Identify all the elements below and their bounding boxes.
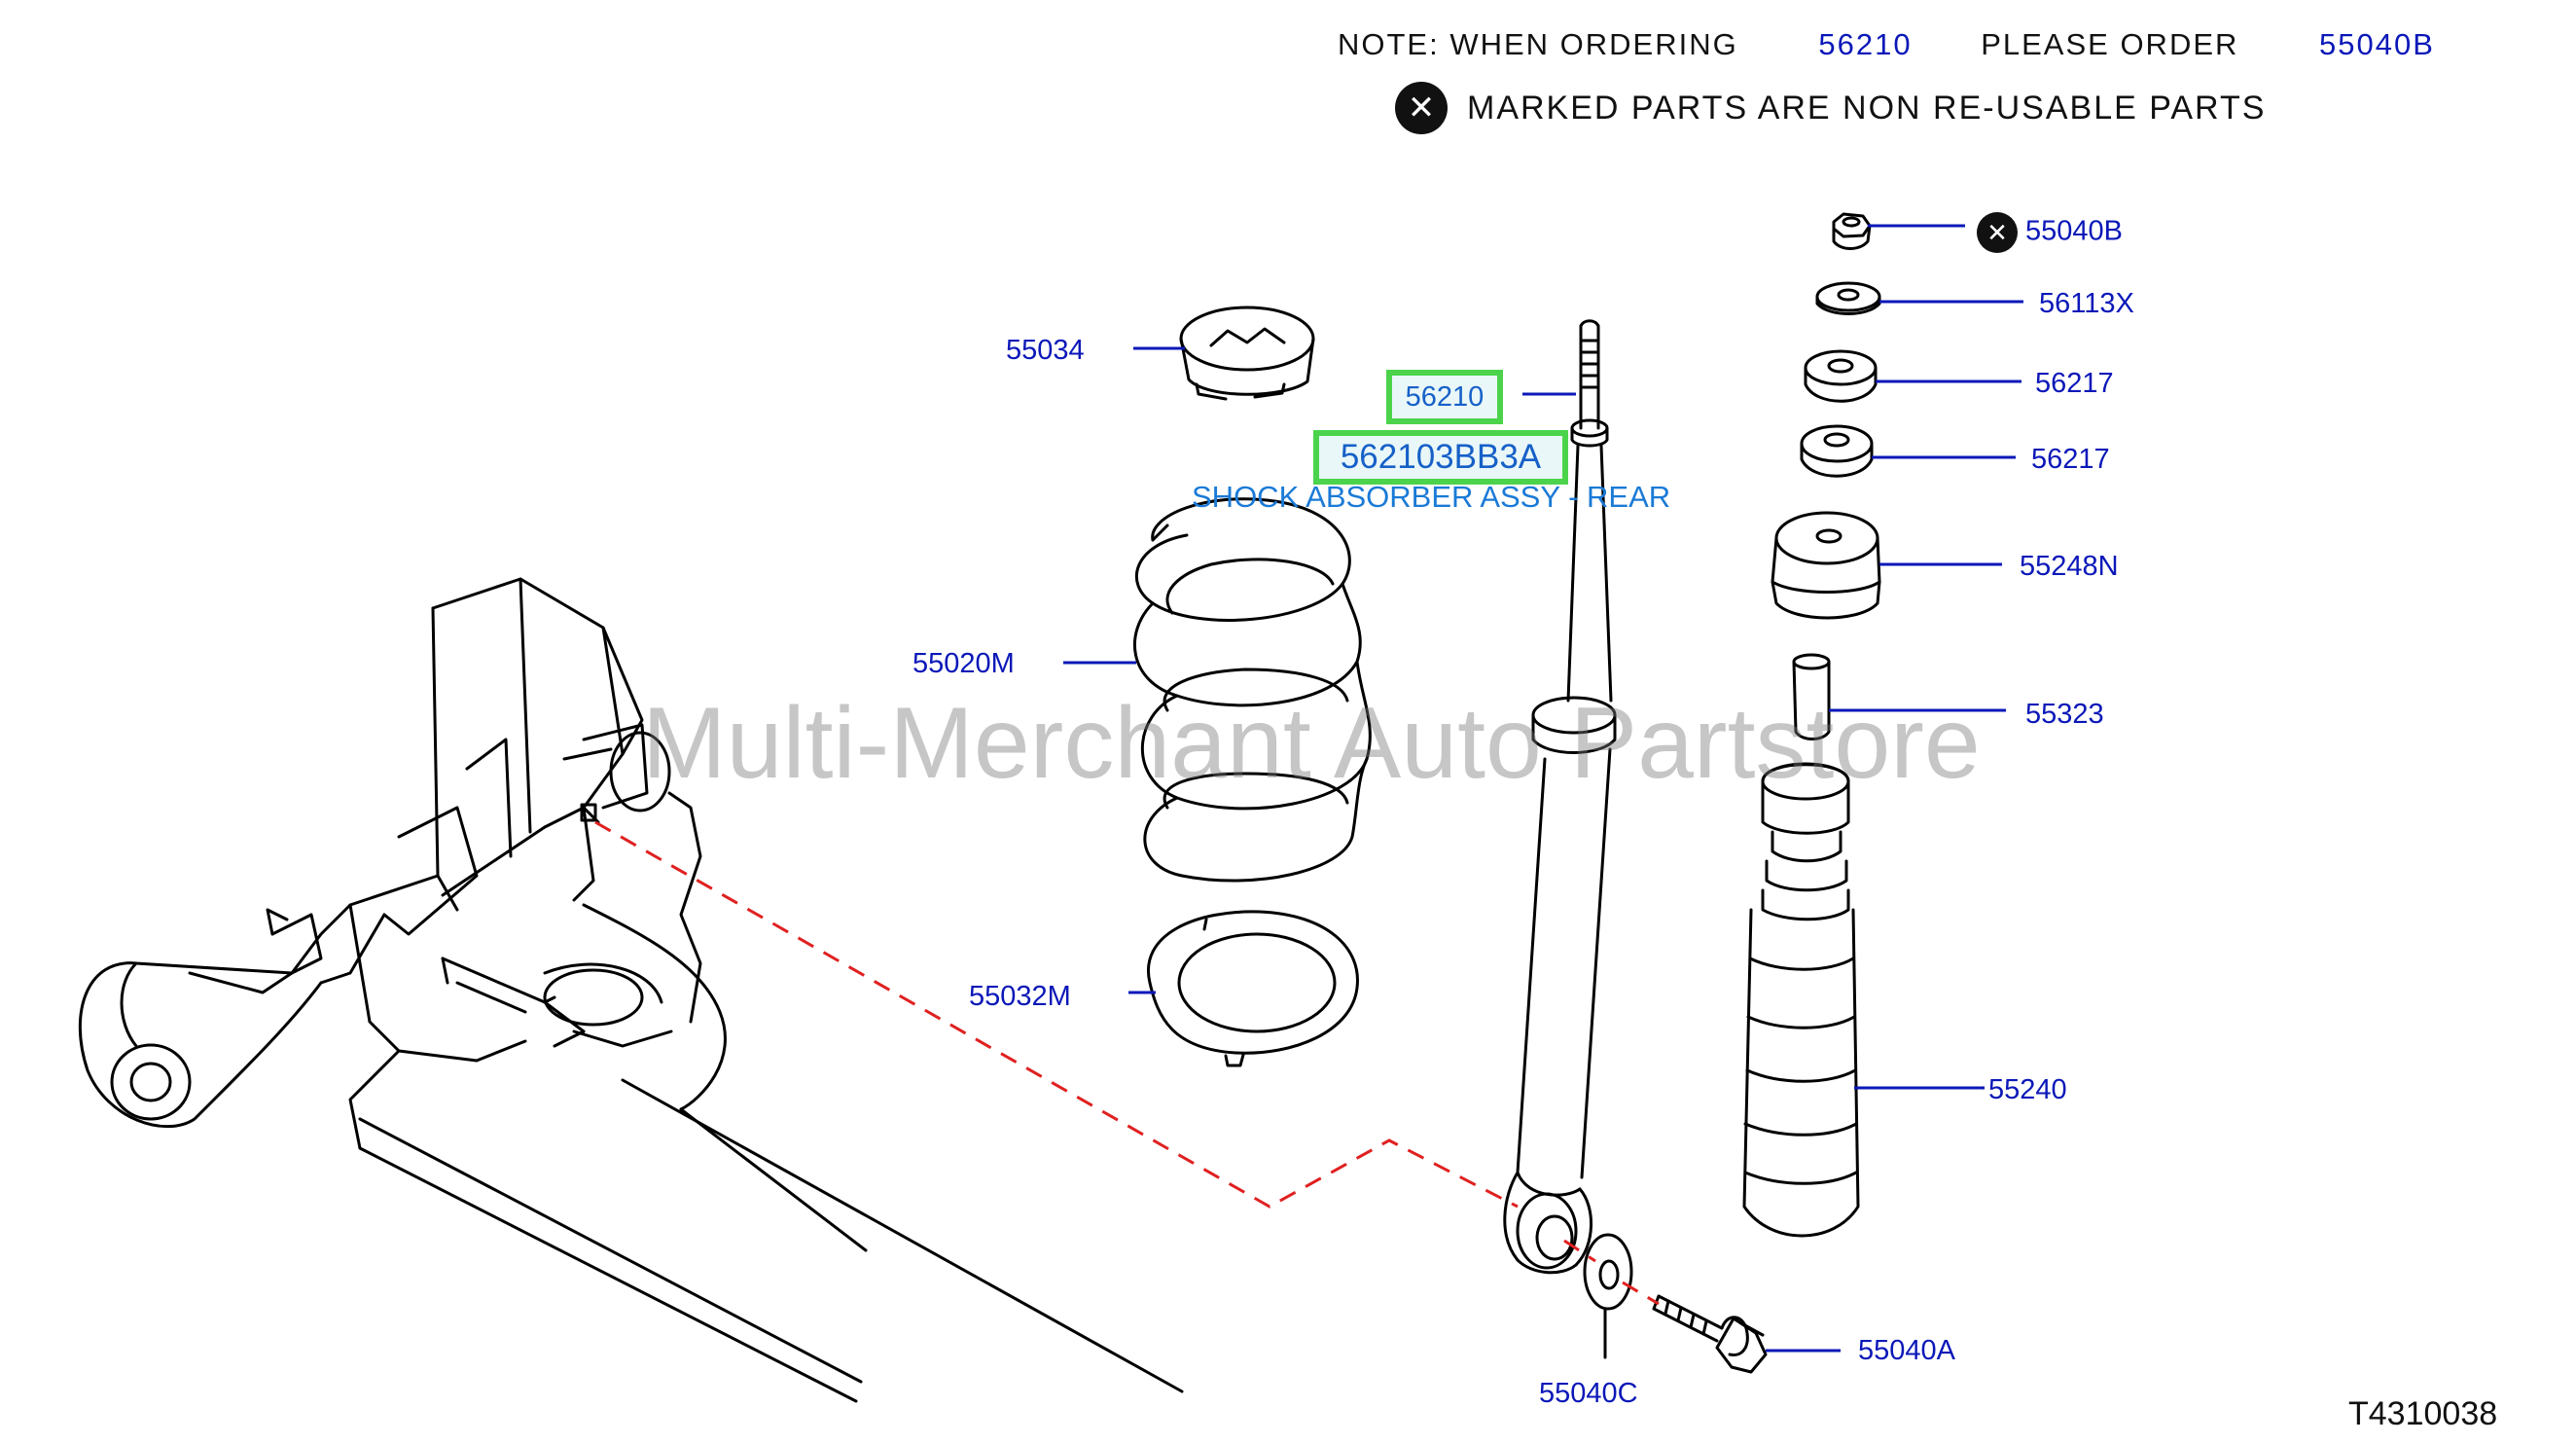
lower-spring-seat-55032M bbox=[1147, 910, 1359, 1067]
part-label-55032M[interactable]: 55032M bbox=[969, 981, 1071, 1012]
note-order-link[interactable]: 55040B bbox=[2319, 27, 2435, 61]
part-label-56217-upper[interactable]: 56217 bbox=[2035, 368, 2114, 399]
part-label-55040B[interactable]: ✕55040B bbox=[1977, 212, 2123, 253]
washer-56113X bbox=[1815, 281, 1881, 315]
highlight-description: SHOCK ABSORBER ASSY - REAR bbox=[1192, 480, 1671, 514]
note-line-2: MARKED PARTS ARE NON RE-USABLE PARTS bbox=[1467, 90, 2267, 126]
bushing-56217-lower bbox=[1800, 424, 1874, 478]
spacer-55323 bbox=[1792, 653, 1831, 740]
mounting-dash-lines bbox=[594, 820, 1660, 1306]
highlight-full-part-number[interactable]: 562103BB3A bbox=[1313, 430, 1568, 485]
bump-cap-55248N bbox=[1771, 511, 1881, 620]
part-label-56217-lower[interactable]: 56217 bbox=[2031, 444, 2110, 475]
bolt-55040A bbox=[1652, 1294, 1768, 1374]
part-label-55248N[interactable]: 55248N bbox=[2020, 551, 2119, 582]
washer-55040C bbox=[1583, 1233, 1633, 1359]
part-label-55040B-text: 55040B bbox=[2025, 215, 2123, 247]
part-label-55034[interactable]: 55034 bbox=[1006, 335, 1085, 366]
leader-lines bbox=[1063, 224, 2023, 1353]
part-label-55020M[interactable]: 55020M bbox=[912, 648, 1015, 679]
x-circle-icon: ✕ bbox=[1395, 82, 1448, 134]
bump-stopper-55240 bbox=[1742, 762, 1860, 1238]
x-circle-icon: ✕ bbox=[1977, 212, 2018, 253]
note-part-link[interactable]: 56210 bbox=[1818, 27, 1913, 61]
upper-spring-seat-55034 bbox=[1179, 306, 1315, 401]
part-label-55040C[interactable]: 55040C bbox=[1539, 1378, 1638, 1409]
nut-55040B bbox=[1832, 212, 1872, 250]
part-label-56113X[interactable]: 56113X bbox=[2039, 288, 2134, 319]
note-mid: PLEASE ORDER bbox=[1981, 27, 2239, 61]
rear-axle-beam bbox=[78, 577, 1184, 1403]
note-prefix: NOTE: WHEN ORDERING bbox=[1338, 27, 1738, 61]
part-label-55323[interactable]: 55323 bbox=[2025, 699, 2104, 730]
part-label-55040A[interactable]: 55040A bbox=[1858, 1335, 1955, 1366]
bushing-56217-upper bbox=[1804, 349, 1878, 403]
note-line-1: NOTE: WHEN ORDERING 56210 PLEASE ORDER 5… bbox=[1338, 27, 2435, 62]
coil-spring-55020M bbox=[1132, 497, 1372, 883]
highlight-part-number[interactable]: 56210 bbox=[1386, 370, 1503, 424]
shock-absorber-56210 bbox=[1503, 319, 1617, 1275]
part-label-55240[interactable]: 55240 bbox=[1988, 1074, 2067, 1105]
diagram-code: T4310038 bbox=[2348, 1395, 2498, 1432]
